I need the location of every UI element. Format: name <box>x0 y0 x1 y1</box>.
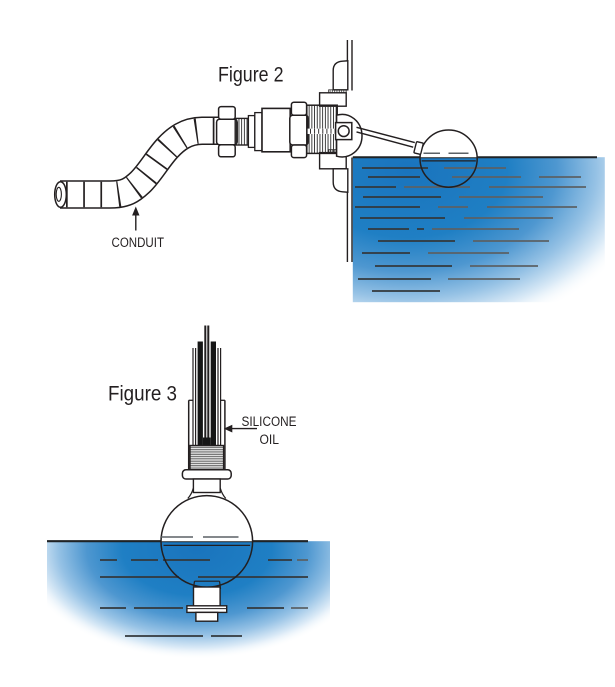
conduit-callout: CONDUIT <box>112 206 165 250</box>
lower-neck <box>192 586 221 607</box>
threaded-nipple <box>234 117 250 146</box>
float-switch-fitting <box>215 101 363 159</box>
float-ball-outline <box>419 129 478 188</box>
pivot-pin <box>337 124 350 138</box>
collar-step1 <box>247 114 256 149</box>
outer-sleeve <box>187 399 226 470</box>
hex-nut-large <box>289 101 309 159</box>
collar-step2 <box>254 111 263 152</box>
figure2-diagram: Figure 2 CONDUIT <box>53 40 605 303</box>
water-ripple-lines <box>100 559 308 637</box>
silicone-oil-tube <box>181 325 232 499</box>
figure3-lower-stem <box>186 586 228 622</box>
silicone-oil-callout: SILICONE OIL <box>223 414 297 447</box>
float-ball-top <box>420 130 478 158</box>
figure3-title: Figure 3 <box>108 383 177 406</box>
figure3-diagram: Figure 3 SILICONE OIL <box>47 325 330 664</box>
conduit-hose <box>53 116 227 209</box>
threaded-section <box>189 444 225 471</box>
switch-body <box>261 107 292 153</box>
silicone-oil-label-line1: SILICONE <box>242 414 297 429</box>
lower-stub <box>195 611 219 622</box>
neck-flare <box>187 487 227 499</box>
figure2-float <box>356 126 478 188</box>
silicone-oil-arrow-icon <box>223 424 233 433</box>
upper-neck <box>192 478 221 494</box>
conduit-arrow-icon <box>132 206 140 216</box>
silicone-oil-label-line2: OIL <box>260 432 280 447</box>
float-rod <box>356 126 415 148</box>
hex-nut-small <box>215 105 238 158</box>
conduit-label: CONDUIT <box>112 235 165 250</box>
figure2-title: Figure 2 <box>218 64 284 87</box>
float-ball-top <box>161 495 253 542</box>
threaded-section <box>306 104 338 155</box>
rod-connector <box>413 141 424 155</box>
figure3-water <box>47 540 330 664</box>
figure2-water <box>352 156 605 303</box>
hex-flange <box>181 469 232 480</box>
silicone-oil-column <box>197 341 203 446</box>
